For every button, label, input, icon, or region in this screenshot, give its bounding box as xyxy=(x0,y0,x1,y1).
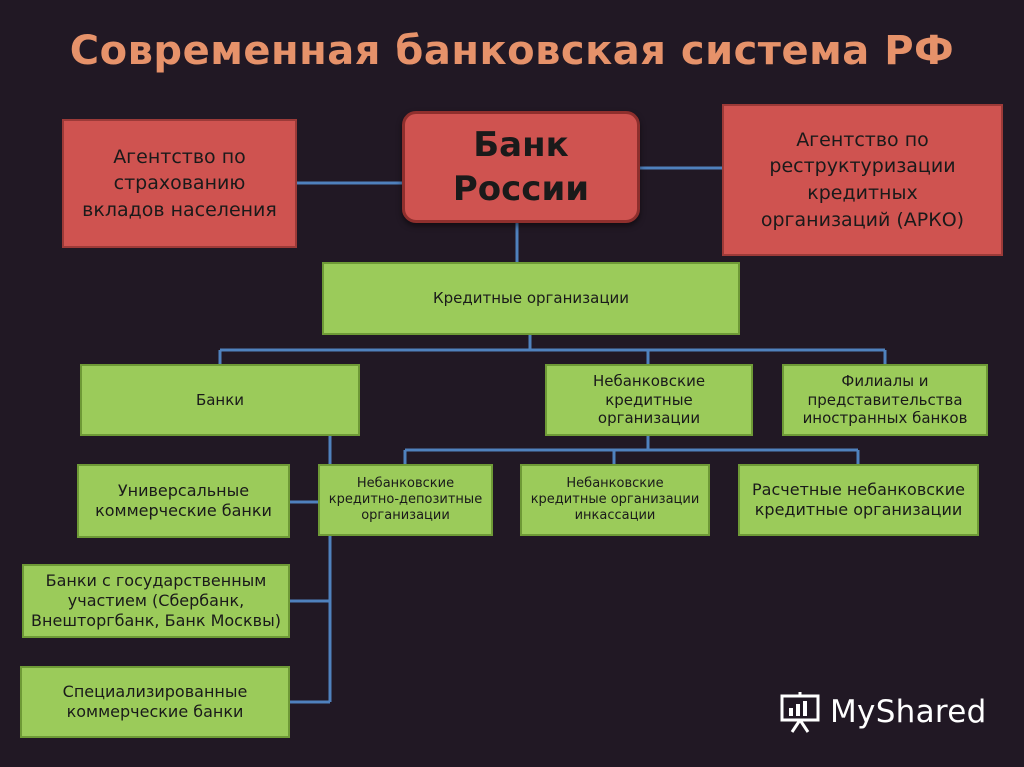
credit-deposit-orgs-box: Небанковские кредитно-депозитные организ… xyxy=(318,464,493,536)
diagram-title: Современная банковская система РФ xyxy=(69,28,955,74)
watermark-text: MyShared xyxy=(830,694,987,730)
presentation-board-icon xyxy=(780,692,820,733)
universal-commercial-banks-box: Универсальные коммерческие банки xyxy=(77,464,290,538)
bank-of-russia-box: Банк России xyxy=(402,111,640,223)
credit-organizations-box: Кредитные организации xyxy=(322,262,740,335)
collection-orgs-box: Небанковские кредитные организации инкас… xyxy=(520,464,710,536)
settlement-orgs-box: Расчетные небанковские кредитные организ… xyxy=(738,464,979,536)
nonbank-credit-orgs-box: Небанковские кредитные организации xyxy=(545,364,753,436)
deposit-insurance-agency-box: Агентство по страхованию вкладов населен… xyxy=(62,119,297,248)
myshared-watermark: MyShared xyxy=(778,686,987,738)
state-participation-banks-box: Банки с государственным участием (Сберба… xyxy=(22,564,290,638)
foreign-branches-box: Филиалы и представительства иностранных … xyxy=(782,364,988,436)
banks-box: Банки xyxy=(80,364,360,436)
restructuring-agency-box: Агентство по реструктуризации кредитных … xyxy=(722,104,1003,256)
specialized-commercial-banks-box: Специализированные коммерческие банки xyxy=(20,666,290,738)
